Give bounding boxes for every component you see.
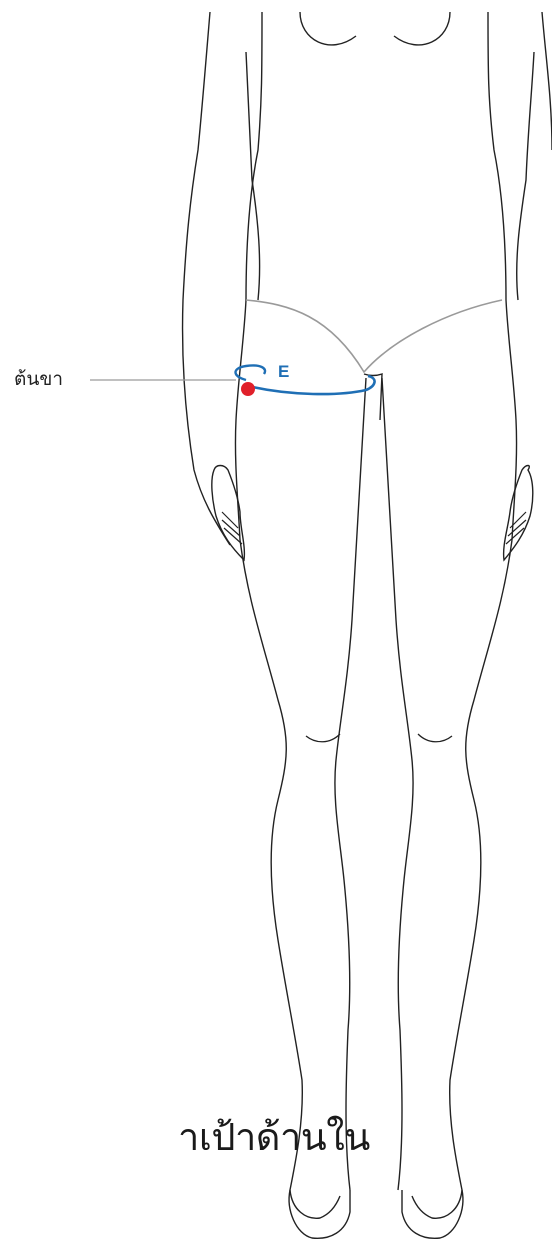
left-foot (289, 1190, 350, 1238)
chest-curve-left (300, 12, 356, 45)
thigh-label: ต้นขา (14, 369, 63, 391)
red-dot-icon (241, 382, 255, 396)
left-hand-outline (212, 466, 245, 561)
left-leg-inner (335, 378, 366, 1190)
torso-right-outline (542, 12, 552, 150)
crotch-outline (364, 374, 382, 420)
left-knee (306, 734, 340, 742)
torso-left-outline (183, 12, 230, 545)
right-foot (402, 1190, 463, 1238)
right-arm-outline (517, 52, 534, 300)
measurement-letter-e: E (278, 362, 289, 382)
right-knee (418, 734, 452, 742)
torso-left-inner (235, 12, 262, 540)
right-hand-outline (504, 466, 533, 561)
torso-right-inner (488, 12, 517, 540)
right-leg-inner (382, 378, 413, 1190)
right-leg-outer (412, 540, 512, 1218)
thigh-measure-line (248, 376, 375, 394)
bottom-caption: าเป้าด้านใน (178, 1116, 298, 1160)
chest-curve-right (394, 12, 450, 45)
left-arm-outline (246, 52, 260, 300)
